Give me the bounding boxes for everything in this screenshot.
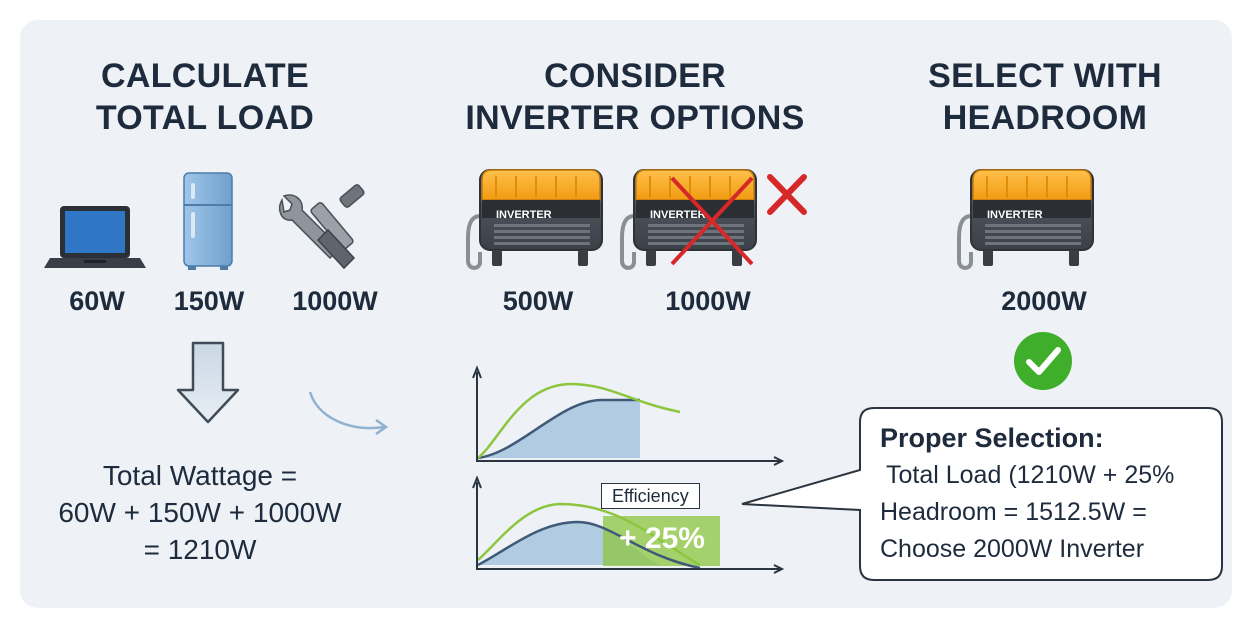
inverter-label-3: INVERTER [987,209,1043,221]
power-tools-icon [278,184,365,270]
formula-line: = 1210W [143,534,257,565]
down-arrow-icon [176,341,240,424]
proper-selection-callout: Proper Selection: Total Load (1210W + 25… [880,420,1220,568]
reject-cross-icon [670,174,807,266]
tools-watt: 1000W [292,286,378,316]
inverter-label-1: INVERTER [496,209,552,221]
heading-line: SELECT WITH [928,57,1162,95]
refrigerator-icon [183,172,233,270]
inverter-label-2: INVERTER [650,209,706,221]
heading-line: TOTAL LOAD [95,99,315,137]
callout-box [741,407,1223,581]
check-icon [1014,332,1072,390]
inverter-2000w-watt: 2000W [1001,286,1087,316]
heading-consider-inverter-options: CONSIDER INVERTER OPTIONS [440,55,830,139]
efficiency-label: Efficiency [601,483,700,509]
heading-calculate-total-load: CALCULATE TOTAL LOAD [60,55,350,139]
efficiency-curve-chart [472,475,785,574]
load-curve-chart [472,365,785,466]
inverter-500w-watt: 500W [502,286,574,316]
curved-arrow-icon [308,391,389,436]
laptop-icon [44,206,146,268]
total-wattage-formula: Total Wattage = 60W + 150W + 1000W = 121… [20,457,380,568]
heading-line: CONSIDER [544,57,726,95]
heading-select-with-headroom: SELECT WITH HEADROOM [895,55,1195,139]
inverter-1000w-watt: 1000W [665,286,751,316]
callout-line: Headroom = 1512.5W = [880,498,1147,526]
heading-line: HEADROOM [942,99,1148,137]
heading-line: INVERTER OPTIONS [465,99,805,137]
laptop-watt: 60W [69,286,125,316]
formula-line: 60W + 150W + 1000W [58,497,342,528]
formula-line: Total Wattage = [102,460,298,491]
heading-line: CALCULATE [101,57,309,95]
callout-line: Choose 2000W Inverter [880,535,1145,563]
fridge-watt: 150W [173,286,245,316]
efficiency-percent: + 25% [619,522,705,555]
callout-line: Total Load (1210W + 25% [886,461,1175,489]
callout-title: Proper Selection: [880,423,1104,453]
